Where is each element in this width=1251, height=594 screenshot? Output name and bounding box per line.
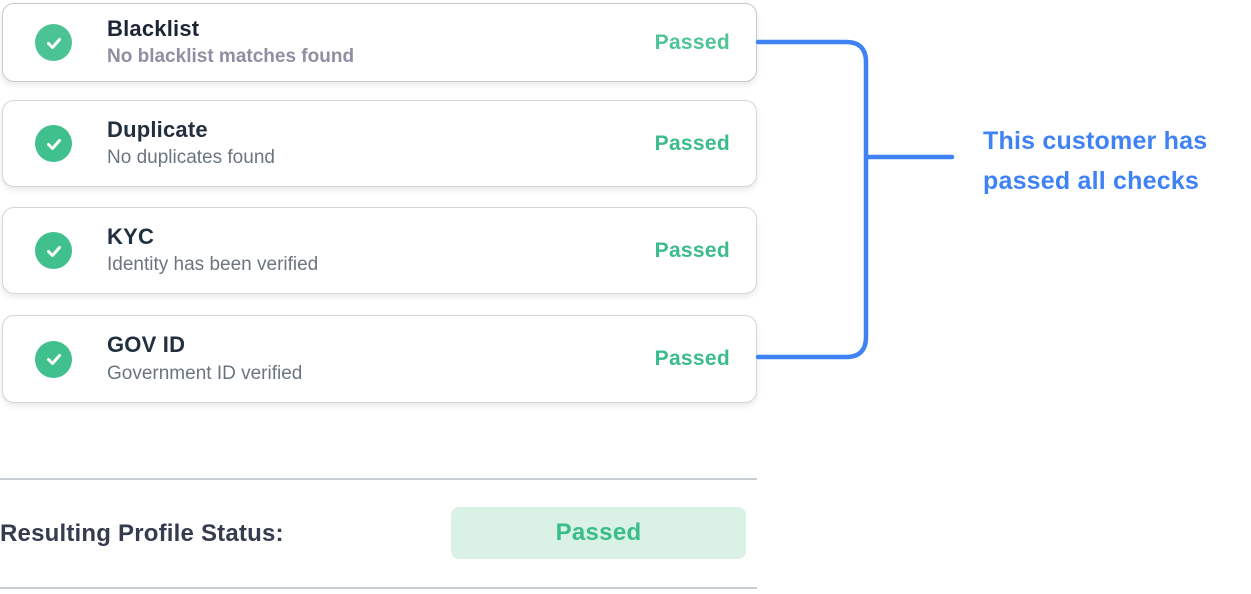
check-circle-icon <box>35 24 72 61</box>
check-subtitle: No blacklist matches found <box>107 46 355 68</box>
check-card-text: GOV ID Government ID verified <box>107 333 655 384</box>
divider-top <box>0 478 757 480</box>
annotation-line-1: This customer has <box>983 127 1208 155</box>
check-title: Duplicate <box>107 116 208 142</box>
check-subtitle: Identity has been verified <box>107 254 319 276</box>
check-title: KYC <box>107 223 155 249</box>
check-card-kyc[interactable]: KYC Identity has been verified Passed <box>2 207 757 294</box>
check-subtitle: No duplicates found <box>107 147 275 169</box>
check-circle-icon <box>35 125 72 162</box>
check-card-text: Blacklist No blacklist matches found <box>107 15 655 68</box>
check-circle-icon <box>35 232 72 269</box>
status-badge: Passed <box>654 238 730 262</box>
result-status-badge[interactable]: Passed <box>451 507 746 559</box>
annotation-line-2: passed all checks <box>983 167 1200 195</box>
check-card-text: Duplicate No duplicates found <box>107 116 655 169</box>
check-card-text: KYC Identity has been verified <box>107 223 655 276</box>
check-card-blacklist[interactable]: Blacklist No blacklist matches found Pas… <box>2 3 757 82</box>
check-card-gov-id[interactable]: GOV ID Government ID verified Passed <box>2 315 757 403</box>
status-badge: Passed <box>654 30 730 54</box>
annotation-text: This customer has passed all checks <box>983 121 1207 201</box>
divider-bottom <box>0 587 757 589</box>
check-subtitle: Government ID verified <box>107 362 303 384</box>
status-badge: Passed <box>654 131 730 155</box>
check-card-duplicate[interactable]: Duplicate No duplicates found Passed <box>2 100 757 187</box>
check-title: Blacklist <box>107 15 200 41</box>
status-badge: Passed <box>654 347 730 370</box>
check-title: GOV ID <box>107 332 186 358</box>
check-circle-icon <box>35 340 72 378</box>
result-label: Resulting Profile Status: <box>0 520 284 547</box>
